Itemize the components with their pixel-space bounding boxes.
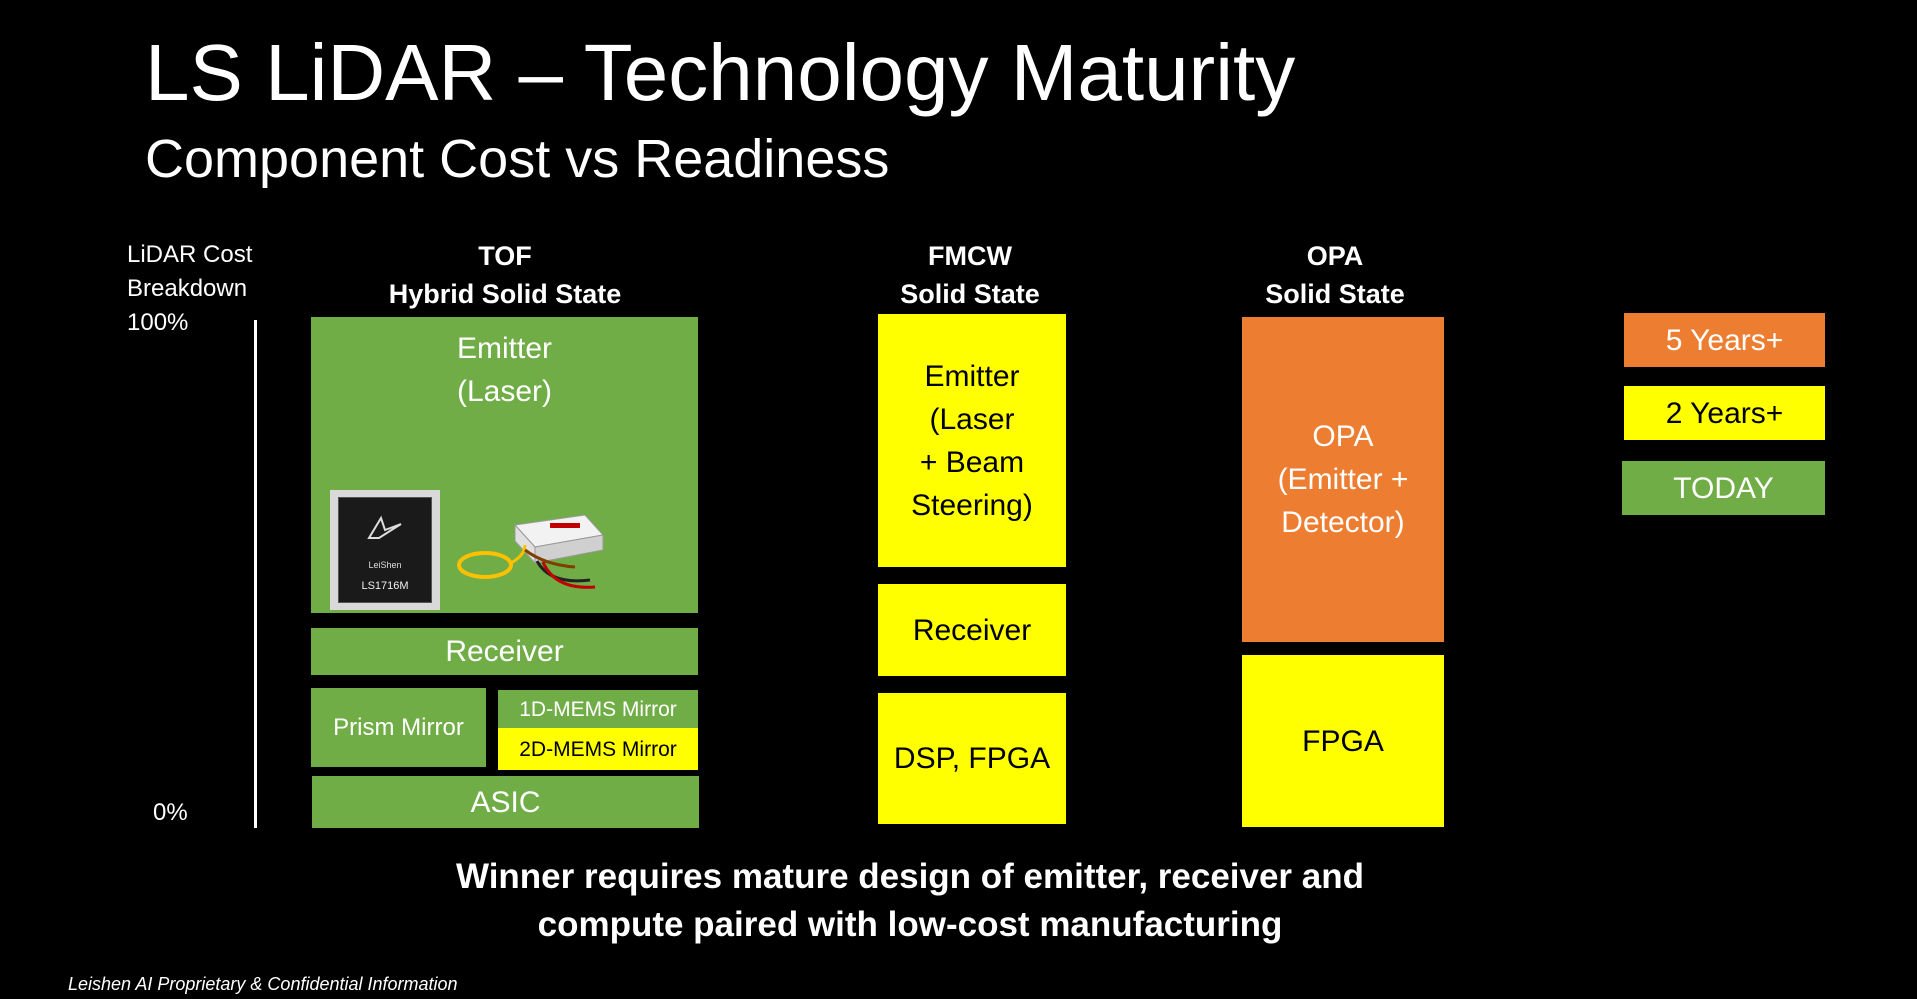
opa-line: Detector) — [1281, 506, 1405, 539]
tof-header: TOF Hybrid Solid State — [360, 237, 650, 313]
fmcw-header-line2: Solid State — [900, 279, 1040, 309]
tof-2d-mems-block: 2D-MEMS Mirror — [498, 728, 698, 770]
laser-module-icon — [457, 514, 604, 589]
slide-subtitle: Component Cost vs Readiness — [145, 129, 890, 189]
fmcw-compute-block: DSP, FPGA — [878, 693, 1066, 824]
opa-header-line2: Solid State — [1265, 279, 1405, 309]
fmcw-emitter-line: + Beam — [919, 445, 1025, 479]
opa-fpga-block: FPGA — [1242, 655, 1444, 827]
legend-five-years: 5 Years+ — [1624, 313, 1825, 367]
tof-header-line2: Hybrid Solid State — [388, 279, 622, 309]
chip-brand: LeiShen — [368, 560, 402, 570]
tof-emitter-line: Emitter — [456, 332, 552, 365]
opa-line: (Emitter + — [1277, 463, 1409, 496]
axis-label-line: LiDAR Cost — [127, 241, 253, 268]
chip-body: LeiShen LS1716M — [338, 497, 432, 603]
fmcw-receiver-block: Receiver — [878, 584, 1066, 676]
fmcw-emitter-block: Emitter (Laser + Beam Steering) — [878, 314, 1066, 567]
leishen-logo-icon — [367, 515, 402, 539]
slide-title: LS LiDAR – Technology Maturity — [145, 28, 1296, 117]
chip-model: LS1716M — [361, 580, 409, 592]
axis-zero-label: 0% — [153, 799, 188, 826]
tof-prism-mirror-block: Prism Mirror — [311, 688, 486, 767]
tof-receiver-block: Receiver — [311, 628, 698, 675]
footer-confidential: Leishen AI Proprietary & Confidential In… — [68, 974, 458, 994]
opa-header-line1: OPA — [1306, 241, 1364, 271]
fmcw-emitter-line: (Laser — [929, 402, 1015, 436]
conclusion-line: compute paired with low-cost manufacturi… — [537, 905, 1283, 944]
chip-image: LeiShen LS1716M — [330, 490, 440, 610]
axis-label-line: 100% — [127, 309, 189, 336]
conclusion-text: Winner requires mature design of emitter… — [300, 853, 1520, 949]
opa-line: OPA — [1312, 420, 1374, 453]
tof-asic-block: ASIC — [312, 776, 699, 828]
fmcw-emitter-line: Steering) — [911, 488, 1033, 522]
tof-emitter-line: (Laser) — [456, 375, 553, 408]
tof-1d-mems-block: 1D-MEMS Mirror — [498, 690, 698, 728]
axis-label: LiDAR Cost Breakdown 100% — [127, 238, 252, 340]
conclusion-line: Winner requires mature design of emitter… — [455, 857, 1365, 896]
fmcw-emitter-line: Emitter — [924, 359, 1020, 393]
fmcw-header: FMCW Solid State — [820, 237, 1120, 313]
fmcw-header-line1: FMCW — [928, 241, 1012, 271]
opa-header: OPA Solid State — [1185, 237, 1485, 313]
opa-block: OPA (Emitter + Detector) — [1242, 317, 1444, 642]
axis-line — [254, 320, 257, 828]
legend-today: TODAY — [1622, 461, 1825, 515]
legend-two-years: 2 Years+ — [1624, 386, 1825, 440]
tof-header-line1: TOF — [478, 241, 532, 271]
axis-label-line: Breakdown — [127, 275, 248, 302]
